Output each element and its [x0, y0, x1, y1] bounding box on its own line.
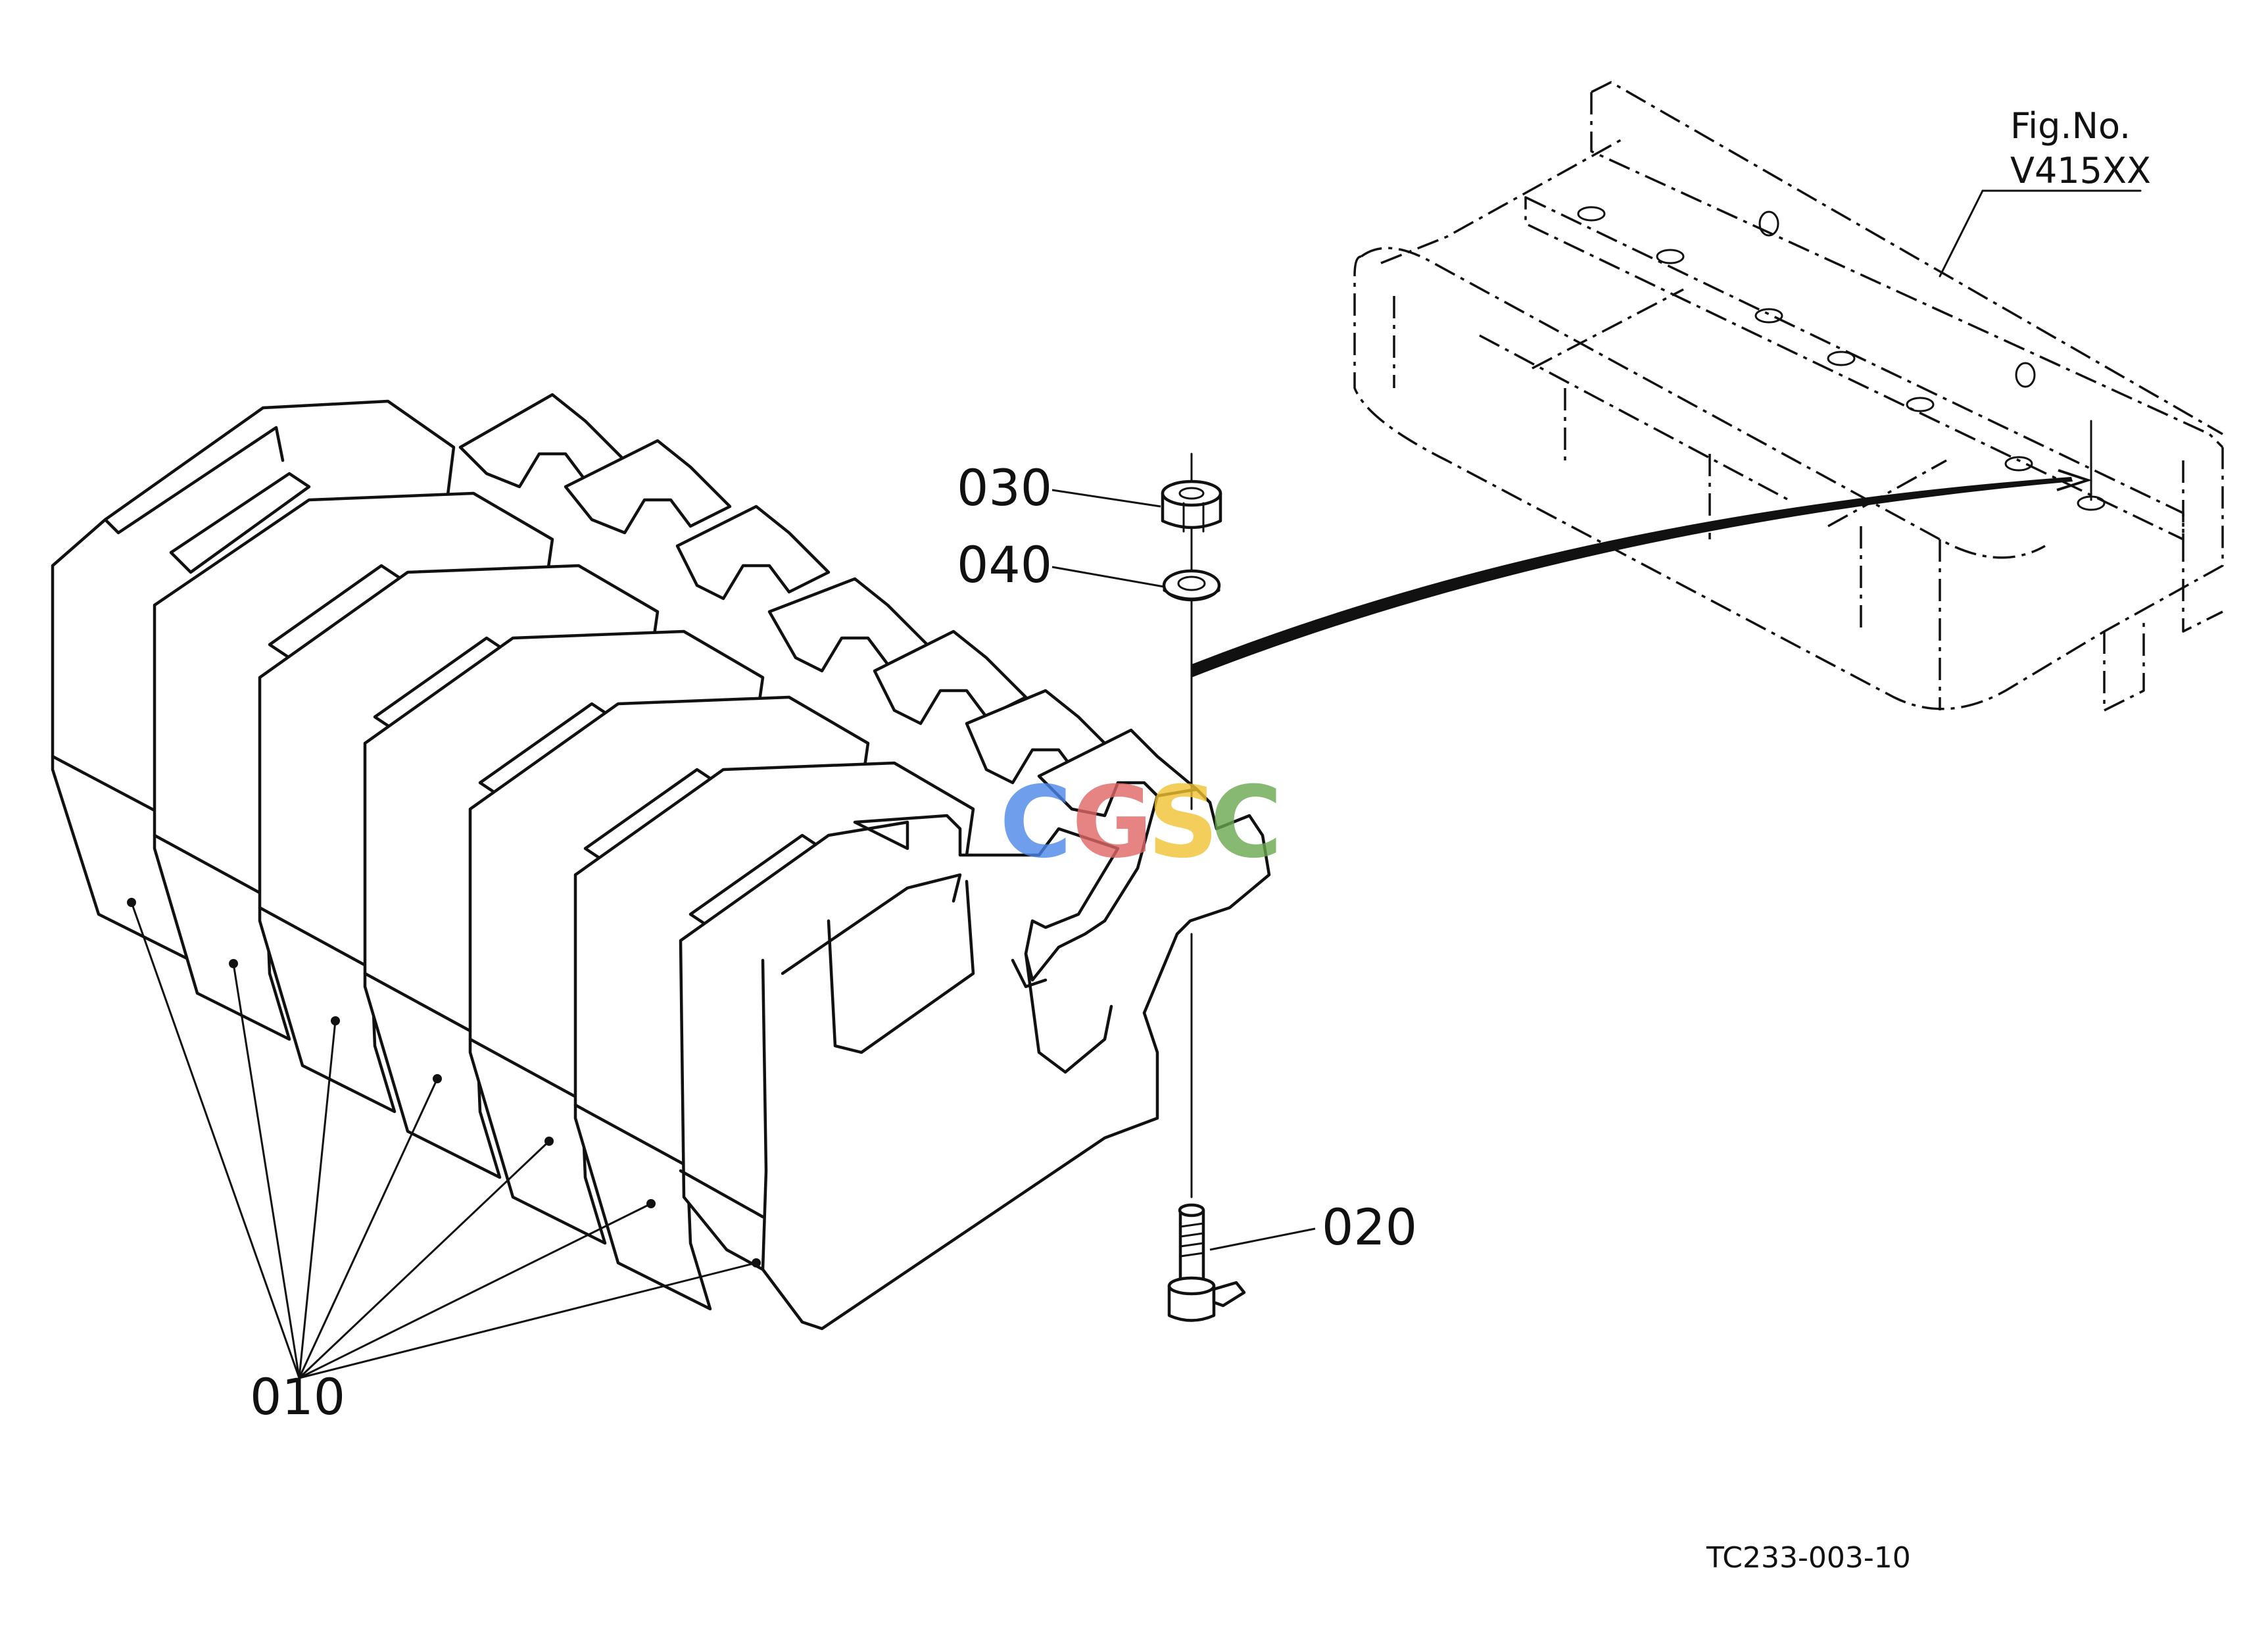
callout-labels: 010 020 030 040	[250, 458, 1417, 1426]
watermark-letter-3: S	[1147, 766, 1218, 880]
weight-slot-tabs	[458, 393, 1199, 818]
reference-code: TC233-003-10	[1706, 1541, 1911, 1575]
watermark-letter-4: C	[1210, 766, 1282, 880]
washer-040	[1162, 569, 1221, 602]
callout-030: 030	[957, 458, 1052, 517]
weight-plate-7-front	[679, 787, 1271, 1331]
leaders-hardware	[1051, 489, 1316, 1251]
front-weight-stack	[51, 393, 1271, 1379]
callout-040: 040	[957, 535, 1052, 594]
fig-leader	[1939, 189, 2142, 501]
watermark-letter-2: G	[1072, 766, 1153, 880]
mounting-arrow	[1192, 469, 2092, 677]
watermark-letter-1: C	[1000, 766, 1072, 880]
frame-bracket	[1353, 81, 2224, 712]
callout-020: 020	[1322, 1198, 1417, 1256]
figure-reference: Fig.No. V415XX TC233-003-10	[1706, 105, 2151, 1575]
fig-label: Fig.No.	[2010, 105, 2131, 147]
callout-010: 010	[250, 1367, 345, 1426]
watermark-logo: C G S C	[1000, 766, 1282, 880]
nut-030	[1161, 479, 1222, 533]
leader-010	[127, 898, 761, 1379]
fig-number: V415XX	[2010, 150, 2151, 191]
bolt-020	[1167, 1203, 1246, 1322]
